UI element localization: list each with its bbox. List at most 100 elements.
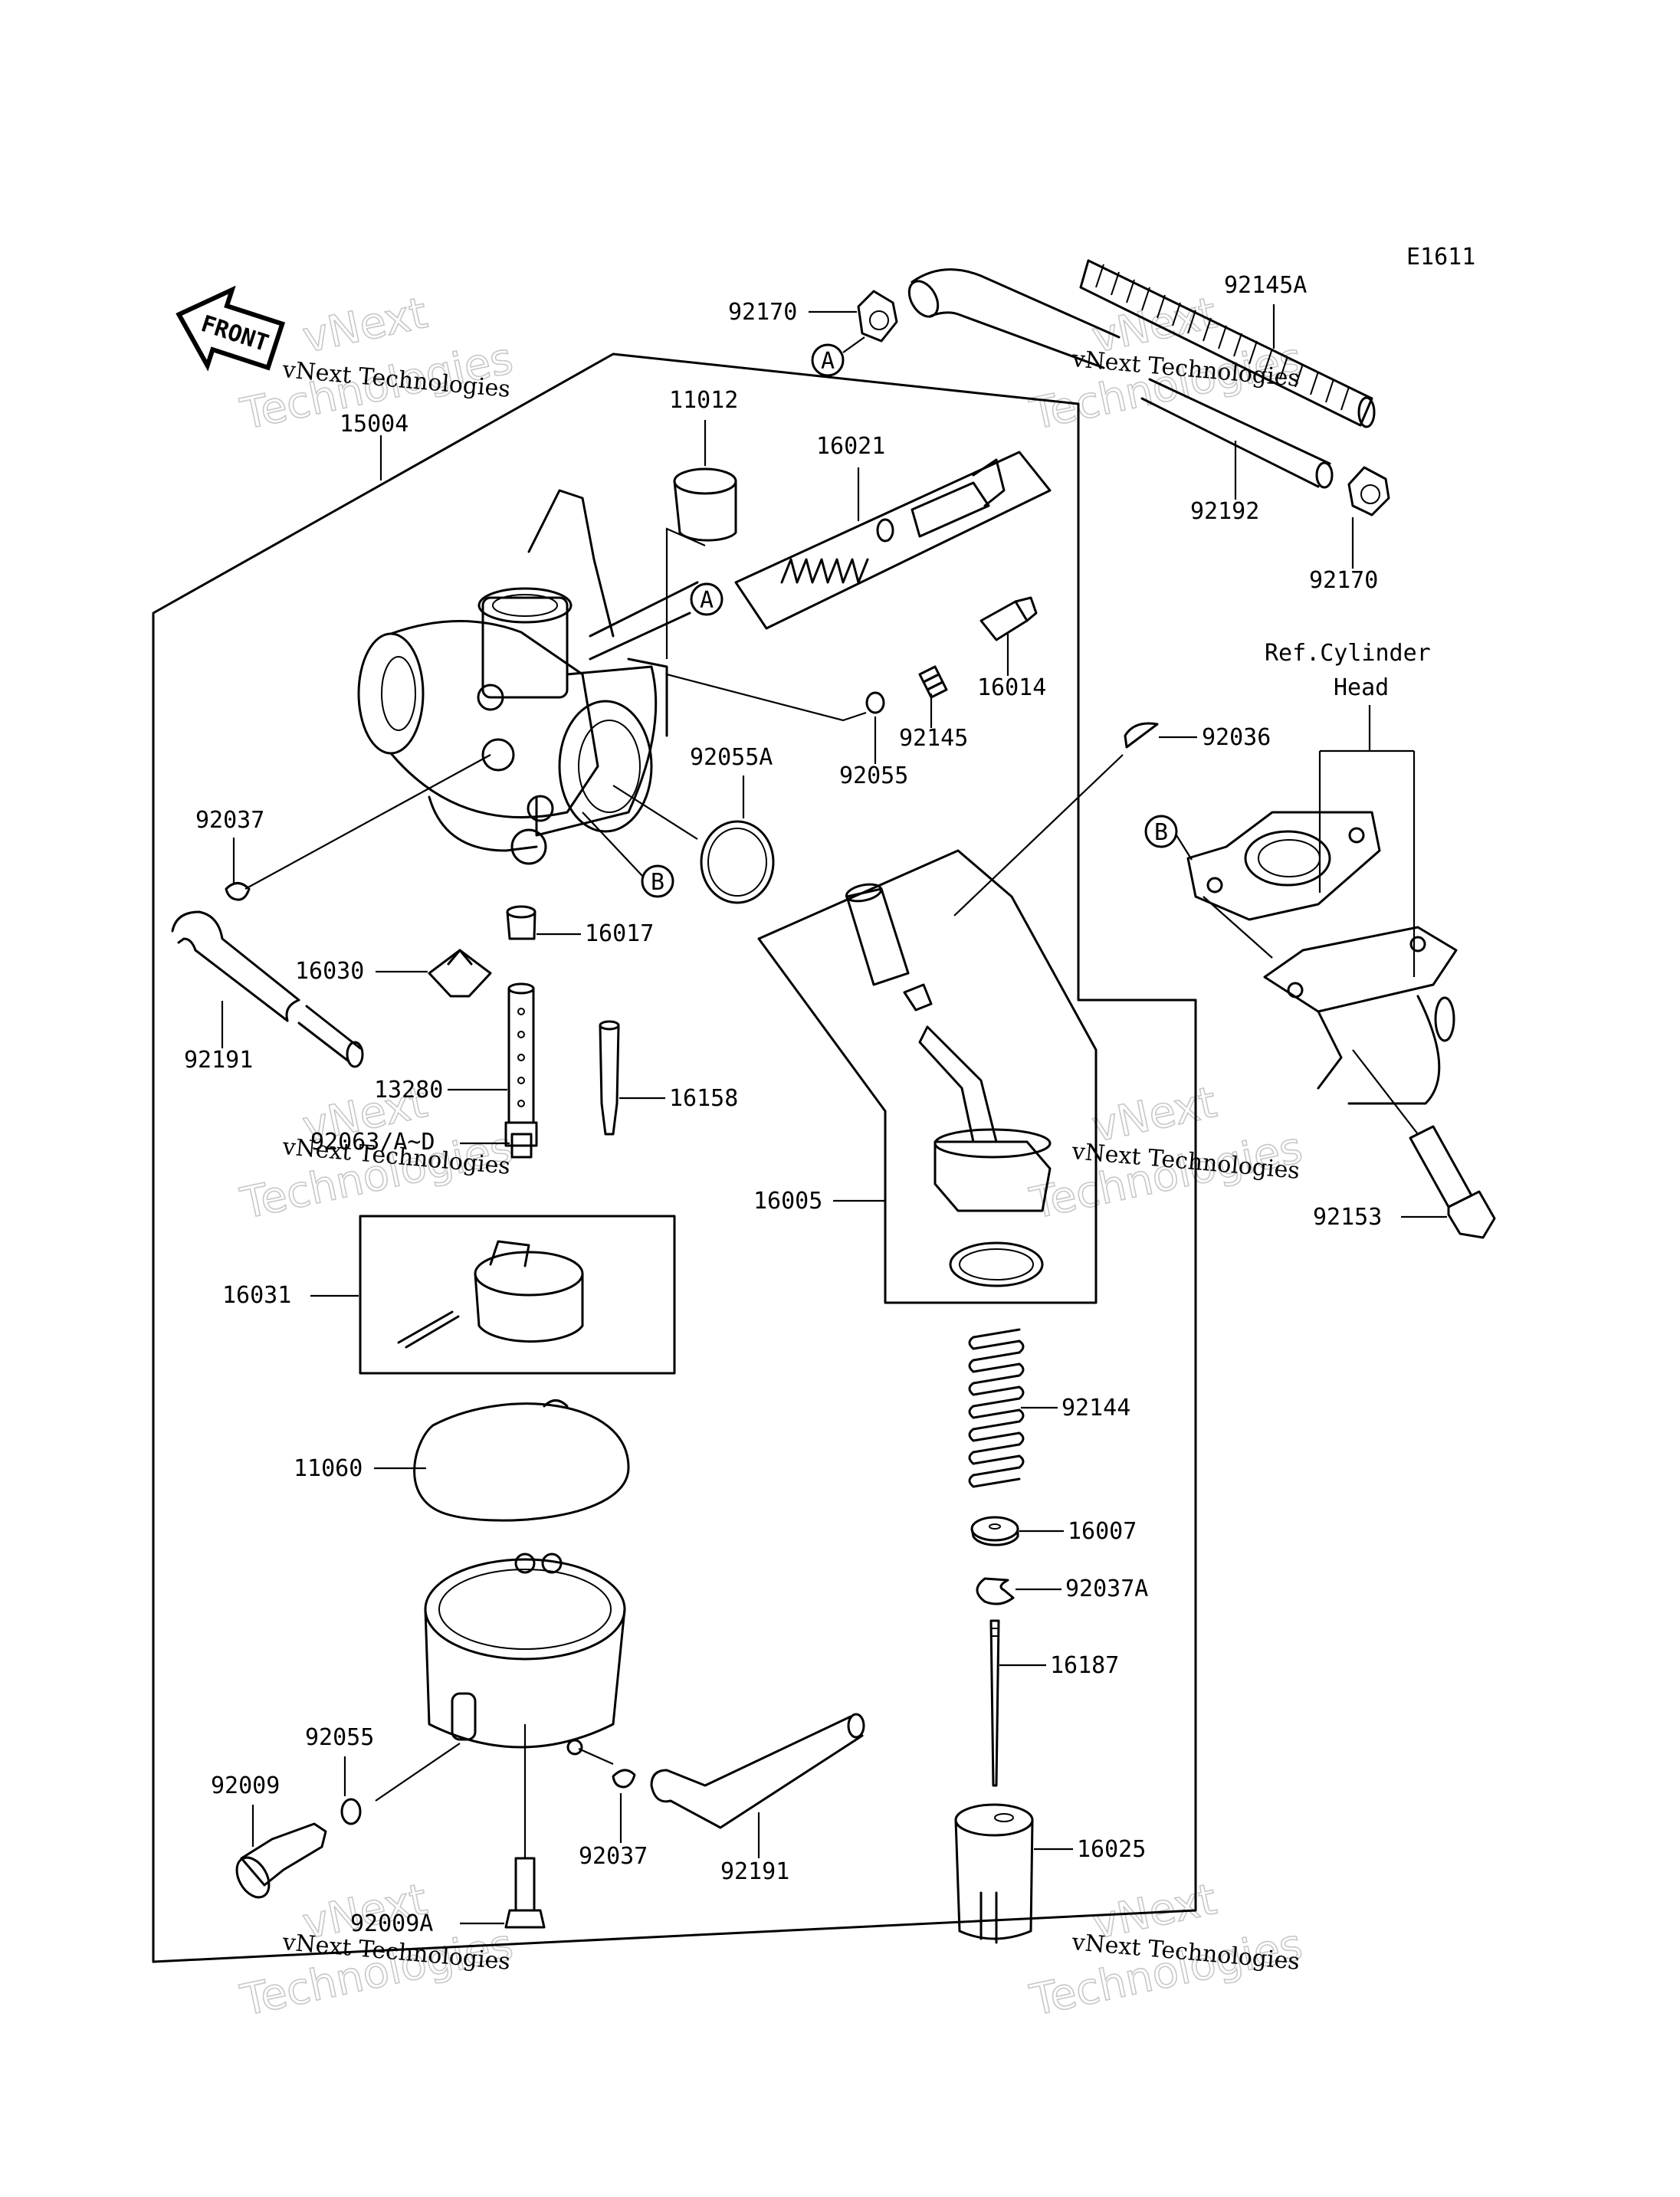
part-16005-box — [757, 849, 1098, 1304]
callout-b-ref — [1144, 815, 1178, 848]
callout-b-body — [641, 864, 674, 898]
part-92037-clip-bottom — [612, 1769, 636, 1789]
carburetor-assembly-outline — [152, 353, 1197, 1963]
part-16014-screw — [979, 596, 1038, 641]
label-92037A: 92037A — [1065, 1576, 1148, 1602]
part-92145-spring — [918, 665, 948, 699]
leader-11012-to-body — [665, 527, 706, 659]
part-92055-oring-top — [865, 691, 885, 714]
diagram-code: E1611 — [1406, 244, 1475, 271]
callout-a-center — [690, 582, 724, 616]
part-float-bowl — [424, 1553, 626, 1756]
label-16187: 16187 — [1050, 1652, 1119, 1679]
label-16007: 16007 — [1068, 1518, 1137, 1545]
part-92170-clamp-right — [1347, 466, 1390, 516]
label-15004: 15004 — [340, 411, 409, 438]
part-92037-clip-left — [225, 882, 251, 901]
part-92153-bolt — [1409, 1125, 1496, 1239]
part-16005-cable-adjuster — [845, 883, 1052, 1287]
leader-body-to-B — [582, 812, 645, 878]
label-92145: 92145 — [899, 725, 968, 752]
label-92037-left: 92037 — [195, 807, 264, 834]
leader-a-top — [842, 336, 865, 353]
label-16014: 16014 — [977, 674, 1046, 701]
label-16017: 16017 — [585, 920, 654, 947]
part-16031-box — [359, 1215, 676, 1375]
part-92009-screw — [235, 1822, 327, 1899]
callout-b-body-letter: B — [651, 869, 664, 896]
watermark-top-right: vNext Technologies vNext Technologies — [1025, 287, 1308, 440]
front-arrow-icon: FRONT — [176, 285, 286, 372]
part-92055-oring-bottom — [340, 1798, 362, 1825]
watermark-bottom-right: vNext Technologies vNext Technologies — [1025, 1874, 1308, 2026]
leader-bowl-to-92037 — [578, 1747, 614, 1766]
leader-92036-to-16005 — [953, 754, 1124, 917]
part-16007-seat — [970, 1516, 1019, 1546]
watermark-line1: vNext — [298, 288, 431, 363]
callout-b-ref-letter: B — [1154, 819, 1168, 846]
label-92191-left: 92191 — [184, 1047, 253, 1074]
label-16030: 16030 — [295, 958, 364, 985]
label-16005: 16005 — [753, 1188, 822, 1215]
part-13280-tube — [504, 982, 538, 1147]
label-92009A: 92009A — [350, 1910, 433, 1937]
leader-ref-cylinder-head — [1318, 705, 1416, 977]
leader-b-ref — [1176, 835, 1273, 959]
label-92145A: 92145A — [1224, 272, 1307, 299]
part-ref-cylinder-head — [1186, 811, 1458, 1105]
label-92055-top: 92055 — [839, 762, 908, 789]
part-11060-gasket — [413, 1402, 630, 1522]
label-92191-bottom: 92191 — [720, 1858, 789, 1885]
part-92063-jet — [510, 1133, 533, 1159]
label-92036: 92036 — [1202, 724, 1271, 751]
part-92192-hose — [1140, 378, 1334, 489]
label-92192: 92192 — [1190, 498, 1259, 525]
label-11060: 11060 — [294, 1455, 363, 1482]
part-92144-spring — [968, 1328, 1025, 1488]
label-92055-bottom: 92055 — [305, 1724, 374, 1751]
label-16158: 16158 — [669, 1085, 738, 1112]
part-16158-jet — [599, 1020, 620, 1136]
part-92009A-bolt — [504, 1857, 546, 1929]
callout-a-center-letter: A — [700, 587, 714, 614]
part-16025-valve — [954, 1803, 1034, 1944]
label-92144: 92144 — [1061, 1395, 1130, 1421]
part-16187-needle — [989, 1619, 1000, 1787]
leader-body-to-92055 — [666, 673, 867, 722]
part-92037A-clip — [976, 1577, 1015, 1605]
leader-92037-to-body — [244, 754, 491, 890]
part-11012-cylinder — [673, 467, 737, 542]
part-16030-needle — [428, 949, 492, 998]
part-16021-bracket — [734, 451, 1052, 630]
label-13280: 13280 — [374, 1077, 443, 1103]
part-92170-clamp-top — [857, 290, 898, 343]
label-92037-bottom: 92037 — [579, 1843, 648, 1870]
part-16021-spring — [780, 458, 1006, 584]
label-92009: 92009 — [211, 1772, 280, 1799]
leader-ref-to-92153 — [1352, 1049, 1419, 1135]
leader-bowl-to-92055 — [375, 1743, 461, 1802]
part-16031-float — [397, 1240, 584, 1349]
leader-body-to-92055A — [612, 785, 698, 840]
part-92036 — [1124, 722, 1159, 749]
part-92191-hose-bottom — [650, 1713, 865, 1829]
carburetor-body — [357, 489, 699, 865]
label-92055A: 92055A — [690, 744, 773, 771]
label-11012: 11012 — [669, 387, 738, 414]
label-92153: 92153 — [1313, 1204, 1382, 1231]
ref-label-line2: Head — [1334, 674, 1389, 701]
callout-a-top-letter: A — [821, 348, 835, 375]
part-92145A-spring-hose — [1079, 259, 1376, 428]
part-92055A-oring — [700, 820, 775, 904]
part-16017-jet — [506, 905, 536, 940]
label-92063: 92063/A~D — [310, 1129, 435, 1156]
label-16025: 16025 — [1077, 1836, 1146, 1863]
callout-a-top — [811, 343, 845, 377]
label-92170-right: 92170 — [1309, 567, 1378, 594]
label-16031: 16031 — [222, 1282, 291, 1309]
part-92191-hose-left — [171, 910, 364, 1068]
watermark-middle-right: vNext Technologies vNext Technologies — [1025, 1077, 1308, 1229]
part-hose-upper — [907, 268, 1121, 369]
